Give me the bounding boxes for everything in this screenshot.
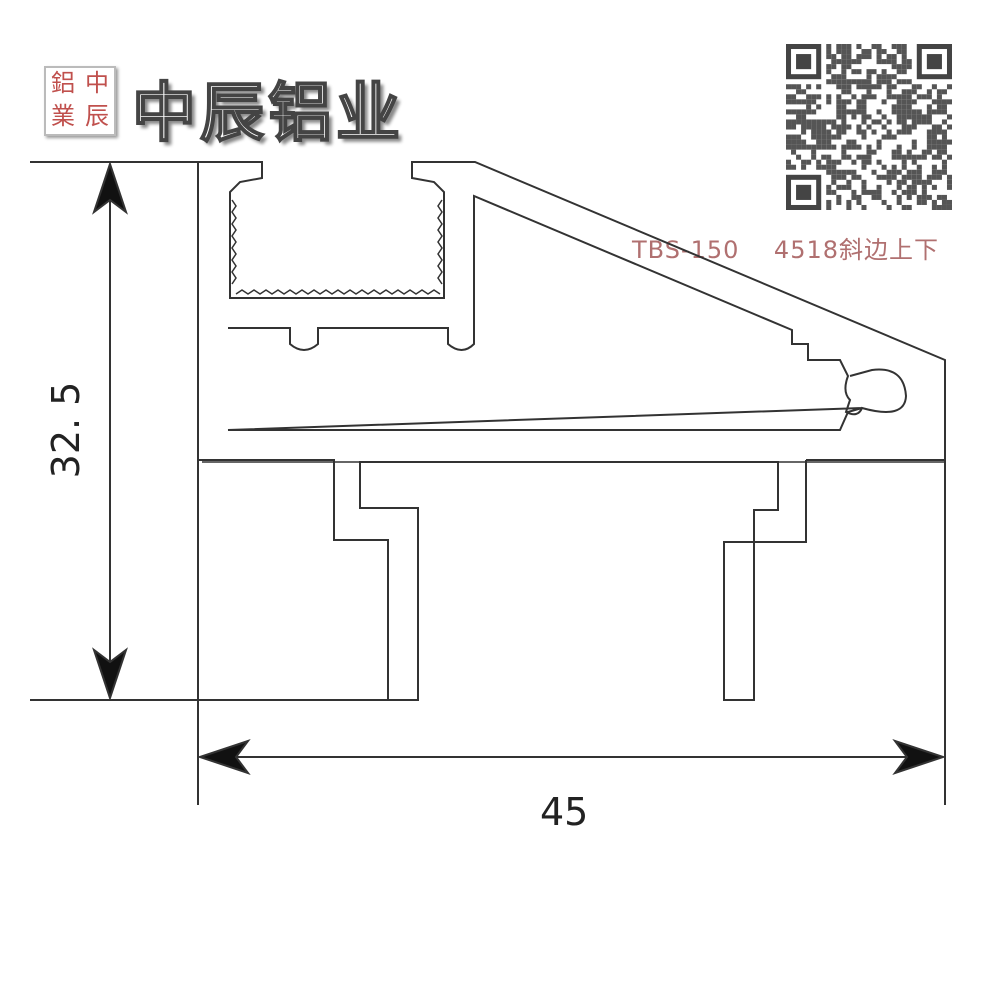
seal-char: 業	[51, 102, 75, 130]
arrow-right-icon	[892, 739, 947, 775]
inner-cavity	[227, 194, 908, 431]
model-label: TBS-150 4518斜边上下	[632, 236, 939, 264]
width-dimension: 45	[540, 790, 589, 834]
height-dimension: 32. 5	[44, 381, 88, 479]
profile-outline-bottom	[198, 459, 807, 701]
seal-char: 中	[85, 69, 109, 97]
profile-outline-top	[197, 161, 946, 461]
arrow-left-icon	[196, 739, 251, 775]
seal-char: 辰	[85, 102, 109, 130]
arrow-down-icon	[92, 647, 128, 702]
arrow-up-icon	[92, 160, 128, 215]
brand-name: 中辰铝业	[131, 76, 404, 152]
logo-seal: 鋁 中 業 辰	[44, 66, 116, 136]
slot-serration	[231, 199, 443, 295]
seal-char: 鋁	[51, 69, 75, 97]
qr-code-icon	[786, 44, 952, 210]
